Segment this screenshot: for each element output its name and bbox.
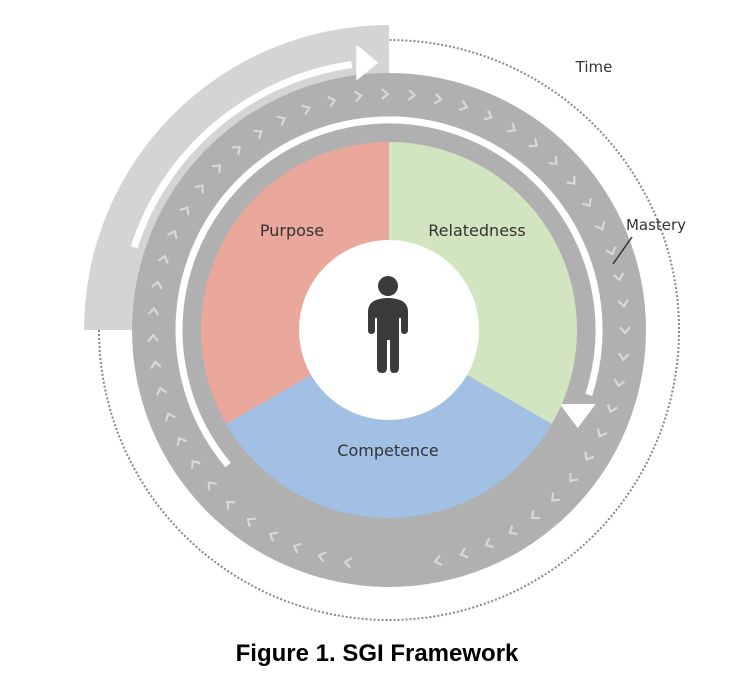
chevron-icon — [276, 115, 287, 126]
chevron-icon — [528, 138, 539, 148]
chevron-icon — [459, 99, 469, 112]
chevron-icon — [407, 89, 417, 101]
chevron-icon — [207, 481, 217, 491]
chevron-icon — [508, 525, 518, 536]
chevron-icon — [147, 306, 160, 316]
segment-relatedness — [389, 142, 577, 424]
chevron-icon — [596, 428, 608, 438]
chevron-icon — [155, 386, 168, 396]
chevron-icon — [483, 109, 494, 121]
chevron-icon — [353, 90, 363, 103]
chevron-icon — [459, 547, 469, 559]
chevron-icon — [268, 531, 279, 542]
chevron-icon — [617, 352, 630, 362]
person-icon — [368, 276, 408, 373]
time-arrow — [130, 61, 353, 249]
chevron-icon — [619, 326, 631, 335]
chevron-icon — [581, 197, 592, 208]
chevron-icon — [548, 155, 558, 165]
chevron-icon — [253, 129, 263, 140]
chevron-icon — [176, 436, 187, 447]
figure-caption: Figure 1. SGI Framework — [235, 640, 519, 667]
chevron-icon — [179, 206, 190, 216]
chevron-icon — [151, 280, 163, 290]
chevron-icon — [190, 459, 201, 470]
sgi-framework-diagram: Purpose Relatedness Competence Time Mast… — [84, 25, 686, 621]
chevron-icon — [211, 164, 222, 174]
chevron-icon — [594, 221, 606, 231]
chevron-icon — [381, 88, 390, 100]
label-relatedness: Relatedness — [428, 221, 525, 240]
chevron-icon — [147, 333, 160, 343]
chevron-icon — [566, 175, 576, 186]
label-purpose: Purpose — [260, 221, 324, 240]
segment-purpose — [200, 142, 389, 424]
chevron-track — [147, 88, 631, 569]
chevron-icon — [164, 412, 176, 422]
chevron-icon — [226, 500, 236, 510]
chevron-icon — [194, 184, 204, 194]
chevron-icon — [506, 122, 517, 133]
chevron-icon — [612, 272, 625, 282]
chevron-icon — [605, 246, 617, 256]
chevron-icon — [231, 146, 241, 156]
chevron-icon — [327, 95, 337, 108]
chevron-icon — [433, 92, 443, 105]
chevron-icon — [606, 403, 618, 414]
chevron-icon — [484, 537, 494, 549]
label-mastery: Mastery — [626, 216, 686, 234]
chevron-icon — [292, 542, 302, 554]
segment-competence — [226, 374, 552, 519]
chevron-icon — [433, 554, 443, 567]
chevron-icon — [150, 360, 162, 370]
chevron-icon — [246, 517, 256, 528]
label-competence: Competence — [337, 441, 438, 460]
label-time: Time — [575, 58, 613, 76]
chevron-icon — [343, 557, 353, 569]
chevron-icon — [167, 229, 178, 240]
chevron-icon — [613, 378, 626, 388]
chevron-icon — [584, 451, 595, 461]
chevron-icon — [157, 254, 169, 264]
mastery-arrow — [175, 116, 603, 468]
mastery-arrowhead-icon — [559, 404, 596, 429]
chevron-icon — [317, 551, 327, 563]
time-arrowhead-icon — [356, 44, 379, 81]
chevron-icon — [569, 473, 579, 483]
chevron-icon — [530, 509, 540, 520]
chevron-icon — [551, 492, 561, 502]
chevron-icon — [301, 104, 311, 116]
mastery-leader-line — [612, 236, 633, 265]
chevron-icon — [617, 299, 630, 308]
